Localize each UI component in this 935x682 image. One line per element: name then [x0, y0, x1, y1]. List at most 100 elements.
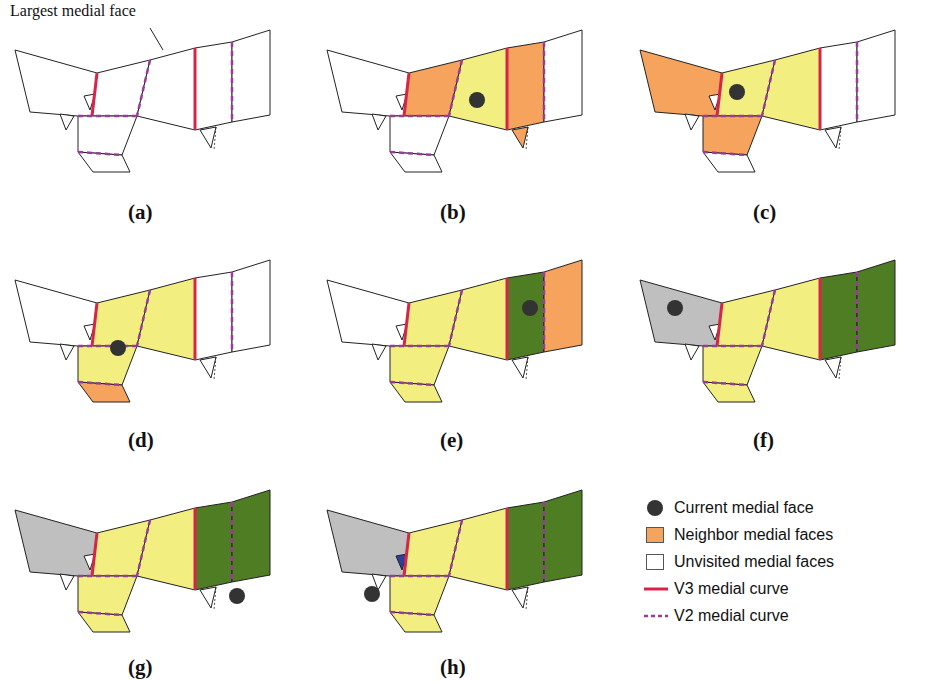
- v2-curve: [543, 272, 546, 352]
- medial-face: [703, 382, 755, 402]
- v2-curve: [231, 42, 234, 122]
- v2-curve: [390, 152, 434, 155]
- v3-curve: [404, 533, 409, 576]
- panel-label: (h): [440, 655, 466, 680]
- crease-line: [214, 127, 216, 150]
- v3-curve: [506, 508, 509, 590]
- medial-face: [78, 116, 137, 155]
- panel-label: (e): [440, 428, 463, 453]
- v2-curve: [137, 60, 150, 116]
- medial-face: [200, 587, 216, 608]
- v3-curve: [92, 303, 97, 346]
- medial-face: [232, 260, 270, 352]
- medial-face: [200, 357, 216, 378]
- current-face-dot: [110, 340, 126, 356]
- medial-face: [544, 30, 582, 122]
- v3-curve: [194, 278, 197, 360]
- v2-curve: [390, 575, 449, 578]
- v2-curve: [78, 575, 137, 578]
- panel-label: (g): [128, 655, 153, 680]
- v2-curve: [703, 382, 747, 385]
- medial-face: [512, 587, 528, 608]
- medial-face: [762, 48, 820, 130]
- medial-face: [449, 48, 507, 130]
- v2-curve: [449, 520, 462, 576]
- medial-face: [390, 612, 442, 632]
- v2-curve: [762, 290, 775, 346]
- legend-text: Neighbor medial faces: [674, 526, 833, 544]
- v2-curve: [78, 345, 137, 348]
- medial-face: [857, 260, 895, 352]
- v3-curve: [404, 303, 409, 346]
- crease-line: [526, 127, 528, 150]
- medial-face: [390, 346, 449, 385]
- legend-v3-line: [644, 588, 668, 591]
- panel-label: (c): [753, 200, 776, 225]
- medial-face: [825, 127, 841, 148]
- panel-label: (f): [753, 428, 774, 453]
- v2-curve: [390, 382, 434, 385]
- crease-line: [839, 127, 841, 150]
- medial-face: [512, 127, 528, 148]
- medial-panel: [327, 30, 582, 172]
- v3-curve: [717, 73, 722, 116]
- leader-line: [150, 28, 163, 50]
- v2-curve: [703, 115, 762, 118]
- medial-face: [372, 114, 386, 130]
- legend-text: Unvisited medial faces: [674, 553, 834, 571]
- medial-face: [512, 357, 528, 378]
- crease-line: [526, 357, 528, 380]
- medial-face: [640, 280, 722, 346]
- medial-face: [232, 490, 270, 582]
- medial-panel: [640, 30, 895, 172]
- v3-curve: [194, 48, 197, 130]
- medial-face: [703, 346, 762, 385]
- medial-face: [60, 114, 74, 130]
- medial-face: [640, 50, 722, 116]
- medial-face: [507, 272, 544, 360]
- legend-dot: [647, 500, 663, 516]
- v3-curve: [92, 73, 97, 116]
- medial-face: [327, 280, 409, 346]
- medial-face: [449, 278, 507, 360]
- current-face-dot: [667, 300, 683, 316]
- medial-face: [820, 42, 857, 130]
- v2-curve: [390, 345, 449, 348]
- medial-face: [390, 382, 442, 402]
- current-face-dot: [469, 92, 485, 108]
- v2-curve: [856, 272, 859, 352]
- v2-curve: [449, 60, 462, 116]
- medial-face: [544, 490, 582, 582]
- v3-curve: [819, 278, 822, 360]
- medial-face: [15, 50, 97, 116]
- medial-face: [195, 272, 232, 360]
- medial-face: [390, 576, 449, 615]
- medial-face: [449, 508, 507, 590]
- medial-face: [78, 612, 130, 632]
- current-face-dot: [364, 586, 380, 602]
- medial-face: [78, 346, 137, 385]
- medial-face: [78, 382, 130, 402]
- v2-curve: [137, 290, 150, 346]
- medial-face: [857, 30, 895, 122]
- medial-face: [78, 576, 137, 615]
- panel-label: (a): [128, 200, 153, 225]
- medial-face: [200, 127, 216, 148]
- medial-face: [372, 344, 386, 360]
- medial-face: [137, 508, 195, 590]
- crease-line: [526, 587, 528, 610]
- v3-curve: [194, 508, 197, 590]
- v3-curve: [506, 48, 509, 130]
- medial-panel: [327, 490, 582, 632]
- medial-face: [232, 30, 270, 122]
- medial-face: [15, 510, 97, 576]
- v3-curve: [404, 73, 409, 116]
- v2-curve: [78, 152, 122, 155]
- legend-swatch: [646, 527, 664, 543]
- v2-curve: [78, 115, 137, 118]
- medial-face: [820, 272, 857, 360]
- v2-curve: [78, 382, 122, 385]
- callout-text: Largest medial face: [8, 2, 138, 20]
- v2-curve: [543, 502, 546, 582]
